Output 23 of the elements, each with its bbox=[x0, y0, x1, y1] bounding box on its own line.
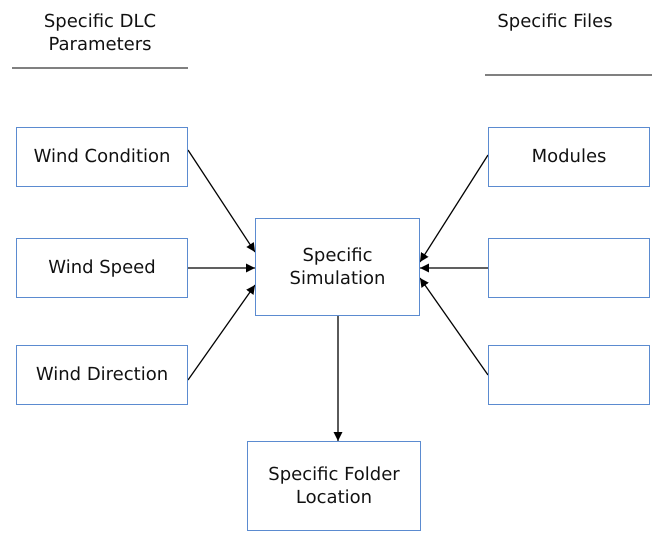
box-label: Wind Condition bbox=[34, 145, 170, 169]
heading: Specific Files bbox=[496, 10, 614, 34]
box-label: Wind Direction bbox=[36, 363, 168, 387]
process-box bbox=[247, 441, 421, 531]
empty-box bbox=[488, 238, 650, 298]
arrow bbox=[187, 284, 256, 380]
process-box bbox=[16, 238, 188, 298]
box-label: Modules bbox=[532, 145, 606, 169]
process-box bbox=[16, 345, 188, 405]
arrow bbox=[420, 264, 488, 272]
heading: Specific DLC Parameters bbox=[42, 10, 158, 57]
arrow bbox=[419, 278, 489, 376]
arrow bbox=[187, 150, 256, 252]
arrow bbox=[188, 264, 255, 272]
process-box bbox=[488, 127, 650, 187]
arrow bbox=[334, 316, 342, 441]
empty-box bbox=[488, 345, 650, 405]
box-label: Wind Speed bbox=[48, 256, 156, 280]
arrow bbox=[419, 154, 489, 262]
box-label: Specific Simulation bbox=[288, 244, 386, 290]
box-label: Specific Folder Location bbox=[267, 462, 401, 510]
process-box bbox=[255, 218, 420, 316]
process-box bbox=[16, 127, 188, 187]
